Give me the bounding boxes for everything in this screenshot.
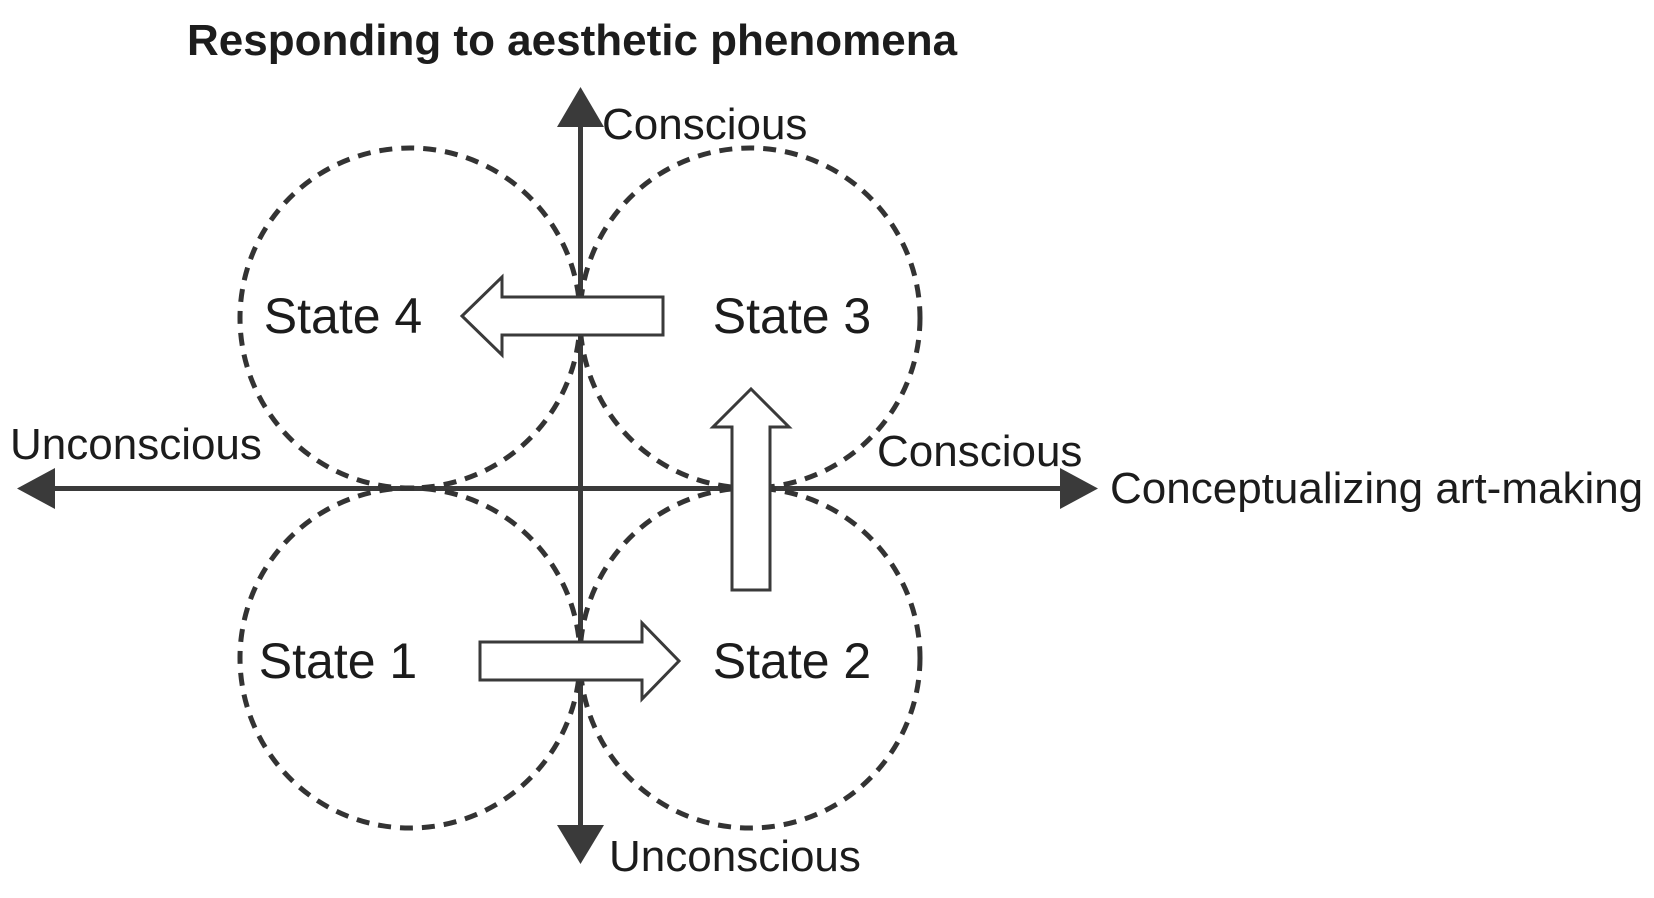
state-2-label: State 2 [713,633,871,689]
axis-arrowhead-down-icon [557,825,604,864]
state-1-label: State 1 [259,633,417,689]
diagram-title: Responding to aesthetic phenomena [187,16,958,65]
axis-arrowhead-left-icon [17,468,55,509]
transition-arrow-state3-to-state4-icon [459,273,665,359]
transition-arrow-state1-to-state2-icon [478,619,682,703]
horizontal-axis-right-label: Conscious [877,427,1082,476]
state-3-label: State 3 [713,288,871,344]
state-4-label: State 4 [264,288,422,344]
axis-arrowhead-right-icon [1060,468,1098,509]
vertical-axis-bottom-label: Unconscious [609,832,861,881]
vertical-axis [557,87,604,864]
horizontal-axis-title: Conceptualizing art-making [1110,464,1643,513]
vertical-axis-top-label: Conscious [602,100,807,149]
horizontal-axis-left-label: Unconscious [10,420,262,469]
axis-arrowhead-up-icon [557,87,604,127]
transition-arrow-state2-to-state3-icon [709,386,793,592]
horizontal-axis [17,468,1098,509]
